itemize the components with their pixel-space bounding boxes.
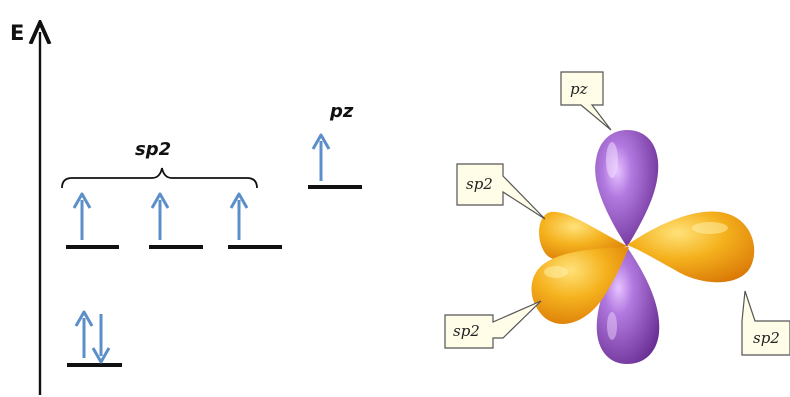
pz-level-label: pz xyxy=(329,101,354,122)
callout-sp2-lower-right-text: sp2 xyxy=(753,329,780,347)
lone-pair-level xyxy=(67,310,122,367)
callout-sp2-upper-left: sp2 xyxy=(456,163,546,220)
callout-sp2-lower-left: sp2 xyxy=(444,300,542,349)
sp2-orbital-right-lobe xyxy=(627,211,755,283)
sp2-level-1 xyxy=(66,192,119,249)
sp2-lobe-highlight xyxy=(692,222,728,234)
electron-spin-up-arrow xyxy=(72,192,92,240)
electron-spin-down-arrow xyxy=(91,314,111,364)
electron-spin-up-arrow xyxy=(150,192,170,240)
energy-axis-label: E xyxy=(10,21,24,45)
callout-sp2-lower-left-text: sp2 xyxy=(453,322,480,340)
callout-sp2-lower-right: sp2 xyxy=(741,290,790,356)
orbital-model: pz sp2 sp2 sp2 xyxy=(444,71,790,364)
sp2-group-label: sp2 xyxy=(135,139,171,160)
pz-orbital-upper-lobe xyxy=(595,130,659,247)
electron-spin-up-arrow xyxy=(74,310,94,358)
callout-sp2-upper-left-text: sp2 xyxy=(466,175,493,193)
pz-lobe-highlight xyxy=(606,142,618,178)
pz-lobe-highlight xyxy=(607,312,617,340)
sp2-level-3 xyxy=(228,192,282,249)
electron-spin-up-arrow xyxy=(311,133,331,181)
callout-pz-text: pz xyxy=(570,80,588,98)
sp2-lobe-highlight xyxy=(544,266,568,278)
sp2-level-2 xyxy=(149,192,203,249)
pz-level xyxy=(308,133,362,189)
sp2-group-brace xyxy=(61,167,258,189)
electron-spin-up-arrow xyxy=(229,192,249,240)
callout-pz: pz xyxy=(560,71,612,131)
energy-level-diagram: E xyxy=(10,21,362,395)
